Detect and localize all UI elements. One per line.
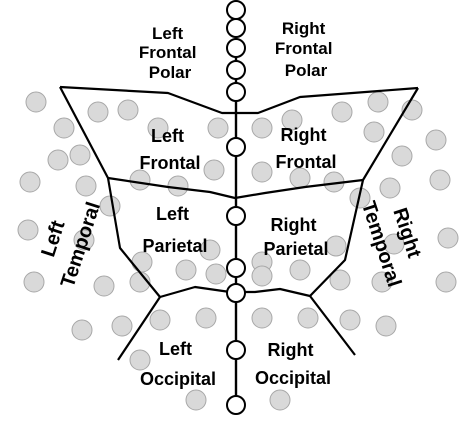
midline-electrode bbox=[226, 18, 246, 38]
sensor-dot bbox=[435, 271, 457, 293]
label-left-frontal-polar: Left Frontal Polar bbox=[139, 24, 201, 82]
sensor-dot bbox=[391, 145, 413, 167]
sensor-dot bbox=[87, 101, 109, 123]
right-temporal-boundary bbox=[308, 87, 419, 356]
sensor-dots bbox=[17, 91, 459, 411]
sensor-dot bbox=[437, 227, 459, 249]
label-left-occipital: Left Occipital bbox=[140, 339, 216, 389]
sensor-dot bbox=[167, 175, 189, 197]
label-right-frontal: Right Frontal bbox=[276, 125, 337, 172]
label-left-frontal: Left Frontal bbox=[140, 126, 201, 173]
sensor-dot bbox=[69, 144, 91, 166]
sensor-dot bbox=[19, 171, 41, 193]
sensor-dot bbox=[185, 389, 207, 411]
sensor-dot bbox=[297, 307, 319, 329]
midline-electrodes bbox=[226, 0, 246, 415]
sensor-dot bbox=[73, 229, 95, 251]
frontal-polar-boundary bbox=[59, 85, 419, 115]
sensor-dot bbox=[251, 265, 273, 287]
sensor-dot bbox=[117, 99, 139, 121]
sensor-dot bbox=[129, 349, 151, 371]
sensor-dot bbox=[53, 117, 75, 139]
sensor-dot bbox=[251, 161, 273, 183]
sensor-dot bbox=[75, 175, 97, 197]
label-right-parietal: Right Parietal bbox=[263, 215, 328, 259]
sensor-dot bbox=[203, 159, 225, 181]
sensor-dot bbox=[379, 177, 401, 199]
sensor-dot bbox=[425, 129, 447, 151]
sensor-dot bbox=[375, 315, 397, 337]
label-left-parietal: Left Parietal bbox=[142, 204, 207, 256]
sensor-dot bbox=[175, 259, 197, 281]
sensor-dot bbox=[199, 239, 221, 261]
sensor-dot bbox=[195, 307, 217, 329]
midline-electrode bbox=[226, 258, 246, 278]
sensor-dot bbox=[281, 109, 303, 131]
sensor-dot bbox=[339, 309, 361, 331]
sensor-dot bbox=[429, 169, 451, 191]
sensor-dot bbox=[111, 315, 133, 337]
sensor-dot bbox=[269, 389, 291, 411]
left-temporal-boundary bbox=[59, 86, 162, 361]
midline-electrode bbox=[226, 395, 246, 415]
midline-electrode bbox=[226, 82, 246, 102]
sensor-dot bbox=[23, 271, 45, 293]
sensor-dot bbox=[207, 117, 229, 139]
midline-electrode bbox=[226, 283, 246, 303]
midline-electrode bbox=[226, 340, 246, 360]
midline-electrode bbox=[226, 38, 246, 58]
sensor-dot bbox=[251, 307, 273, 329]
region-boundaries bbox=[59, 85, 419, 361]
sensor-dot bbox=[205, 263, 227, 285]
sensor-dot bbox=[47, 149, 69, 171]
midline-electrode bbox=[226, 137, 246, 157]
label-right-occipital: Right Occipital bbox=[255, 340, 331, 388]
sensor-dot bbox=[289, 259, 311, 281]
sensor-dot bbox=[71, 319, 93, 341]
sensor-dot bbox=[329, 269, 351, 291]
sensor-dot bbox=[383, 233, 405, 255]
sensor-dot bbox=[325, 235, 347, 257]
sensor-dot bbox=[129, 169, 151, 191]
sensor-dot bbox=[371, 271, 393, 293]
sensor-dot bbox=[331, 101, 353, 123]
sensor-dot bbox=[17, 219, 39, 241]
sensor-dot bbox=[25, 91, 47, 113]
sensor-dot bbox=[251, 117, 273, 139]
midline-electrode bbox=[226, 60, 246, 80]
midline-electrode bbox=[226, 206, 246, 226]
sensor-dot bbox=[363, 121, 385, 143]
sensor-dot bbox=[367, 91, 389, 113]
sensor-dot bbox=[149, 309, 171, 331]
sensor-dot bbox=[147, 117, 169, 139]
midline-electrode bbox=[226, 0, 246, 20]
label-right-frontal-polar: Right Frontal Polar bbox=[275, 19, 337, 80]
sensor-dot bbox=[93, 275, 115, 297]
